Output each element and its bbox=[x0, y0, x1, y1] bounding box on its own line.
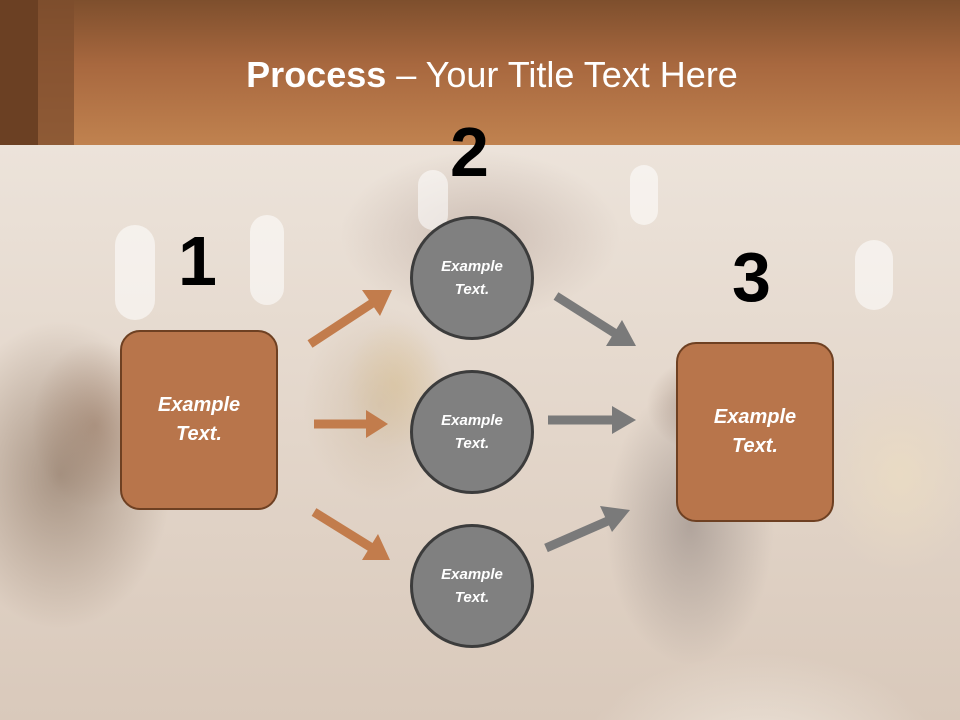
header-accent-stripe bbox=[38, 0, 74, 145]
right-box-text: Example Text. bbox=[713, 406, 797, 457]
left-box: Example Text. bbox=[120, 330, 278, 510]
circle-middle-text: Example Text. bbox=[441, 412, 503, 452]
circle-top: Example Text. bbox=[410, 216, 534, 340]
step-number-2: 2 bbox=[450, 113, 489, 191]
circle-bottom: Example Text. bbox=[410, 524, 534, 648]
title-rest: – Your Title Text Here bbox=[386, 54, 738, 95]
circle-middle: Example Text. bbox=[410, 370, 534, 494]
gray-arrow-right bbox=[548, 406, 636, 434]
circle-bottom-text: Example Text. bbox=[441, 566, 503, 606]
orange-arrow-up bbox=[307, 290, 392, 348]
gray-arrow-up bbox=[544, 506, 630, 553]
left-box-text: Example Text. bbox=[157, 394, 241, 445]
circle-top-text: Example Text. bbox=[441, 258, 503, 298]
slide-title: Process – Your Title Text Here bbox=[0, 54, 960, 96]
title-bold: Process bbox=[246, 54, 387, 95]
step-number-3: 3 bbox=[732, 238, 771, 316]
header-accent-stripe bbox=[0, 0, 38, 145]
orange-arrow-down bbox=[311, 508, 390, 560]
gray-arrow-down bbox=[553, 292, 636, 346]
step-number-1: 1 bbox=[178, 222, 217, 300]
header-band bbox=[0, 0, 960, 145]
orange-arrow-right bbox=[314, 410, 388, 438]
right-box: Example Text. bbox=[676, 342, 834, 522]
